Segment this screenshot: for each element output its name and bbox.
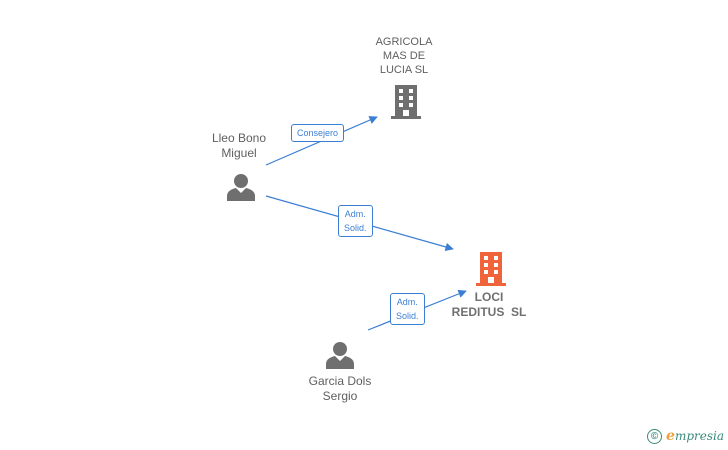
label-line: LOCI — [474, 290, 504, 304]
person-icon[interactable] — [325, 340, 355, 370]
brand-initial: e — [666, 428, 675, 444]
label-line: Lleo Bono — [211, 131, 267, 145]
node-label-agricola[interactable]: AGRICOLA MAS DE LUCIA SL — [364, 35, 444, 77]
edge-label-text: Solid. — [344, 223, 367, 233]
copyright-icon: © — [647, 428, 663, 444]
edge-label-text: Adm. — [396, 297, 418, 307]
label-line: AGRICOLA — [375, 36, 433, 48]
label-line: Garcia Dols — [308, 374, 372, 388]
brand-rest: mpresia — [674, 429, 724, 443]
brand-logo: © empresia — [647, 428, 724, 444]
edge-label-text: Adm. — [344, 209, 366, 219]
label-line: REDITUS SL — [451, 305, 527, 319]
person-icon[interactable] — [226, 172, 256, 202]
node-label-lleo[interactable]: Lleo Bono Miguel — [199, 131, 279, 161]
edge-label-text: Solid. — [396, 311, 419, 321]
brand-name: empresia — [666, 428, 724, 444]
label-line: Miguel — [221, 146, 257, 160]
label-line: Sergio — [322, 389, 358, 403]
edge-label-adm-lleo[interactable]: Adm. Solid. — [338, 205, 373, 237]
node-label-loci[interactable]: LOCI REDITUS SL — [444, 290, 534, 320]
edge-label-consejero[interactable]: Consejero — [291, 124, 345, 142]
label-line: MAS DE — [382, 50, 426, 62]
building-icon[interactable] — [390, 84, 422, 120]
label-line: LUCIA SL — [379, 64, 429, 76]
edge-label-adm-garcia[interactable]: Adm. Solid. — [390, 293, 425, 325]
building-icon[interactable] — [475, 251, 507, 287]
edge-label-text: Consejero — [297, 128, 339, 138]
node-label-garcia[interactable]: Garcia Dols Sergio — [297, 374, 383, 404]
